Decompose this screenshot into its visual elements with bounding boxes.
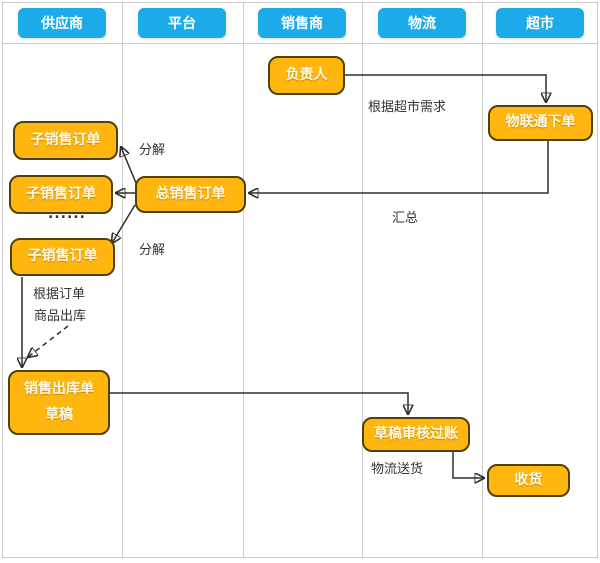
grid-vline [243,2,244,558]
label-per-market-demand: 根据超市需求 [368,100,447,115]
label-decompose-2: 分解 [139,243,166,258]
label-goods-outbound: 商品出库 [34,309,87,324]
node-person-in-charge: 负责人 [268,56,345,95]
label-decompose-1: 分解 [139,143,166,158]
node-sales-outbound-draft: 销售出库单 草稿 [8,370,110,435]
grid-vline [482,2,483,558]
node-sub-sales-order-3: 子销售订单 [10,238,115,276]
label-ellipsis: ...... [48,206,86,222]
label-per-order: 根据订单 [33,287,86,302]
node-total-sales-order: 总销售订单 [135,176,246,213]
grid-vline [362,2,363,558]
label-summarize: 汇总 [392,211,419,226]
node-sub-sales-order-1: 子销售订单 [13,121,118,160]
header-divider-line [2,43,598,44]
lane-header-supermarket: 超市 [496,8,584,38]
grid-vline [122,2,123,558]
lane-header-platform: 平台 [138,8,226,38]
lane-header-logistics: 物流 [378,8,466,38]
lane-header-seller: 销售商 [258,8,346,38]
node-receive-goods: 收货 [487,464,570,497]
label-logistics-delivery: 物流送货 [371,462,424,477]
lane-header-supplier: 供应商 [18,8,106,38]
node-draft-review-posting: 草稿审核过账 [362,417,470,452]
node-sub-sales-order-2: 子销售订单 [9,175,113,214]
node-iot-order: 物联通下单 [488,105,593,141]
